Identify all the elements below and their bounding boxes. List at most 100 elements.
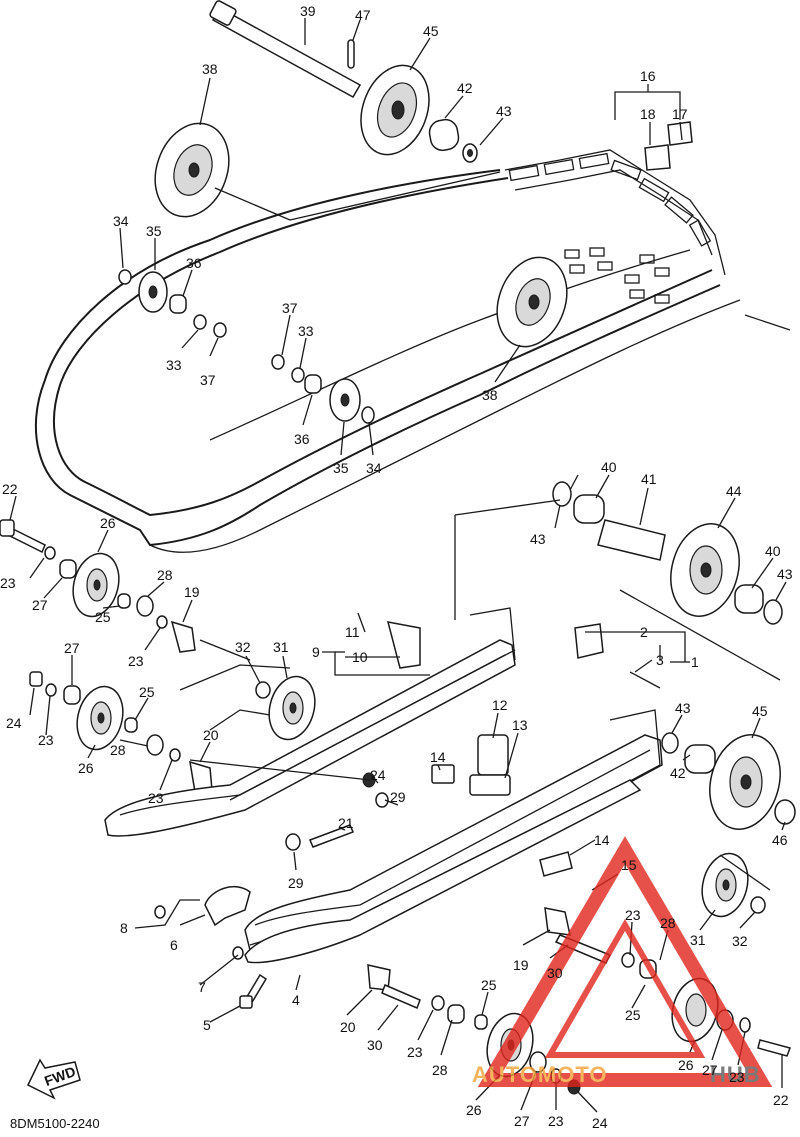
part-label: 25 bbox=[95, 609, 111, 625]
part-label: 23 bbox=[148, 790, 164, 806]
part-label: 23 bbox=[38, 732, 54, 748]
part-label: 31 bbox=[273, 639, 289, 655]
part-label: 2 bbox=[640, 624, 648, 640]
part-label: 37 bbox=[200, 372, 216, 388]
rear-lower-wheels bbox=[154, 772, 791, 1095]
part-label: 28 bbox=[432, 1062, 448, 1078]
part-label: 25 bbox=[625, 1007, 641, 1023]
part-label: 41 bbox=[641, 471, 657, 487]
part-label: 13 bbox=[512, 717, 528, 733]
part-label: 23 bbox=[625, 907, 641, 923]
part-label: 24 bbox=[6, 715, 22, 731]
part-label: 1 bbox=[691, 654, 699, 670]
front-wheel-parts bbox=[0, 519, 316, 793]
part-label: 10 bbox=[352, 649, 368, 665]
part-label: 4 bbox=[292, 992, 300, 1008]
part-label: 27 bbox=[64, 640, 80, 656]
part-label: 47 bbox=[355, 7, 371, 23]
part-label: 28 bbox=[110, 742, 126, 758]
part-label: 46 bbox=[772, 832, 788, 848]
part-label: 45 bbox=[423, 23, 439, 39]
part-label: 23 bbox=[729, 1069, 745, 1085]
part-label: 34 bbox=[366, 460, 382, 476]
rear-axle-parts bbox=[552, 481, 796, 830]
part-label: 32 bbox=[732, 933, 748, 949]
part-label: 7 bbox=[198, 979, 206, 995]
part-label: 14 bbox=[594, 832, 610, 848]
part-label: 43 bbox=[530, 531, 546, 547]
part-label: 8 bbox=[120, 920, 128, 936]
part-label: 19 bbox=[513, 957, 529, 973]
part-label: 17 bbox=[672, 106, 688, 122]
part-label: 27 bbox=[702, 1062, 718, 1078]
part-label: 37 bbox=[282, 300, 298, 316]
part-label: 23 bbox=[548, 1113, 564, 1129]
part-number-labels: 39 47 45 38 42 43 16 18 17 34 35 36 33 3… bbox=[0, 3, 793, 1131]
part-label: 43 bbox=[496, 103, 512, 119]
part-label: 43 bbox=[675, 700, 691, 716]
part-label: 3 bbox=[656, 652, 664, 668]
part-label: 29 bbox=[288, 875, 304, 891]
diagram-code: 8DM5100-2240 bbox=[10, 1116, 100, 1131]
part-label: 20 bbox=[340, 1019, 356, 1035]
watermark-part2: HUB bbox=[710, 1062, 761, 1087]
part-label: 44 bbox=[726, 483, 742, 499]
part-label: 31 bbox=[690, 932, 706, 948]
part-label: 43 bbox=[777, 566, 793, 582]
part-label: 12 bbox=[492, 697, 508, 713]
part-label: 24 bbox=[370, 767, 386, 783]
track-belt bbox=[34, 149, 741, 553]
watermark-part1: AUTOMOTO bbox=[472, 1062, 608, 1087]
part-label: 30 bbox=[367, 1037, 383, 1053]
part-label: 16 bbox=[640, 68, 656, 84]
part-label: 38 bbox=[482, 387, 498, 403]
part-label: 24 bbox=[592, 1115, 608, 1131]
part-label: 36 bbox=[294, 431, 310, 447]
part-label: 33 bbox=[298, 323, 314, 339]
part-label: 30 bbox=[547, 965, 563, 981]
part-label: 9 bbox=[312, 644, 320, 660]
part-label: 40 bbox=[601, 459, 617, 475]
part-label: 28 bbox=[157, 567, 173, 583]
part-label: 25 bbox=[481, 977, 497, 993]
part-label: 28 bbox=[660, 915, 676, 931]
leader-lines bbox=[9, 18, 791, 1113]
part-label: 25 bbox=[139, 684, 155, 700]
part-label: 5 bbox=[203, 1017, 211, 1033]
part-label: 26 bbox=[78, 760, 94, 776]
part-label: 45 bbox=[752, 703, 768, 719]
part-label: 14 bbox=[430, 749, 446, 765]
part-label: 36 bbox=[186, 255, 202, 271]
part-label: 6 bbox=[170, 937, 178, 953]
part-label: 35 bbox=[333, 460, 349, 476]
part-shapes bbox=[118, 0, 693, 424]
part-label: 33 bbox=[166, 357, 182, 373]
part-label: 22 bbox=[2, 481, 18, 497]
part-label: 39 bbox=[300, 3, 316, 19]
part-label: 34 bbox=[113, 213, 129, 229]
part-label: 27 bbox=[32, 597, 48, 613]
part-label: 18 bbox=[640, 106, 656, 122]
fwd-arrow: FWD bbox=[27, 1058, 81, 1100]
part-label: 20 bbox=[203, 727, 219, 743]
part-label: 42 bbox=[457, 80, 473, 96]
part-label: 11 bbox=[345, 624, 360, 640]
part-label: 23 bbox=[0, 575, 16, 591]
automotohub-watermark: AUTOMOTO HUB bbox=[472, 836, 773, 1087]
part-label: 26 bbox=[100, 515, 116, 531]
part-label: 19 bbox=[184, 584, 200, 600]
part-label: 40 bbox=[765, 543, 781, 559]
part-label: 23 bbox=[128, 653, 144, 669]
slide-rails bbox=[104, 607, 663, 964]
part-label: 22 bbox=[773, 1092, 789, 1108]
part-label: 26 bbox=[466, 1102, 482, 1118]
part-label: 29 bbox=[390, 789, 406, 805]
part-label: 21 bbox=[338, 815, 354, 831]
part-label: 42 bbox=[670, 765, 686, 781]
part-label: 26 bbox=[678, 1057, 694, 1073]
part-label: 23 bbox=[407, 1044, 423, 1060]
part-label: 32 bbox=[235, 639, 251, 655]
part-label: 27 bbox=[514, 1113, 530, 1129]
part-label: 38 bbox=[202, 61, 218, 77]
